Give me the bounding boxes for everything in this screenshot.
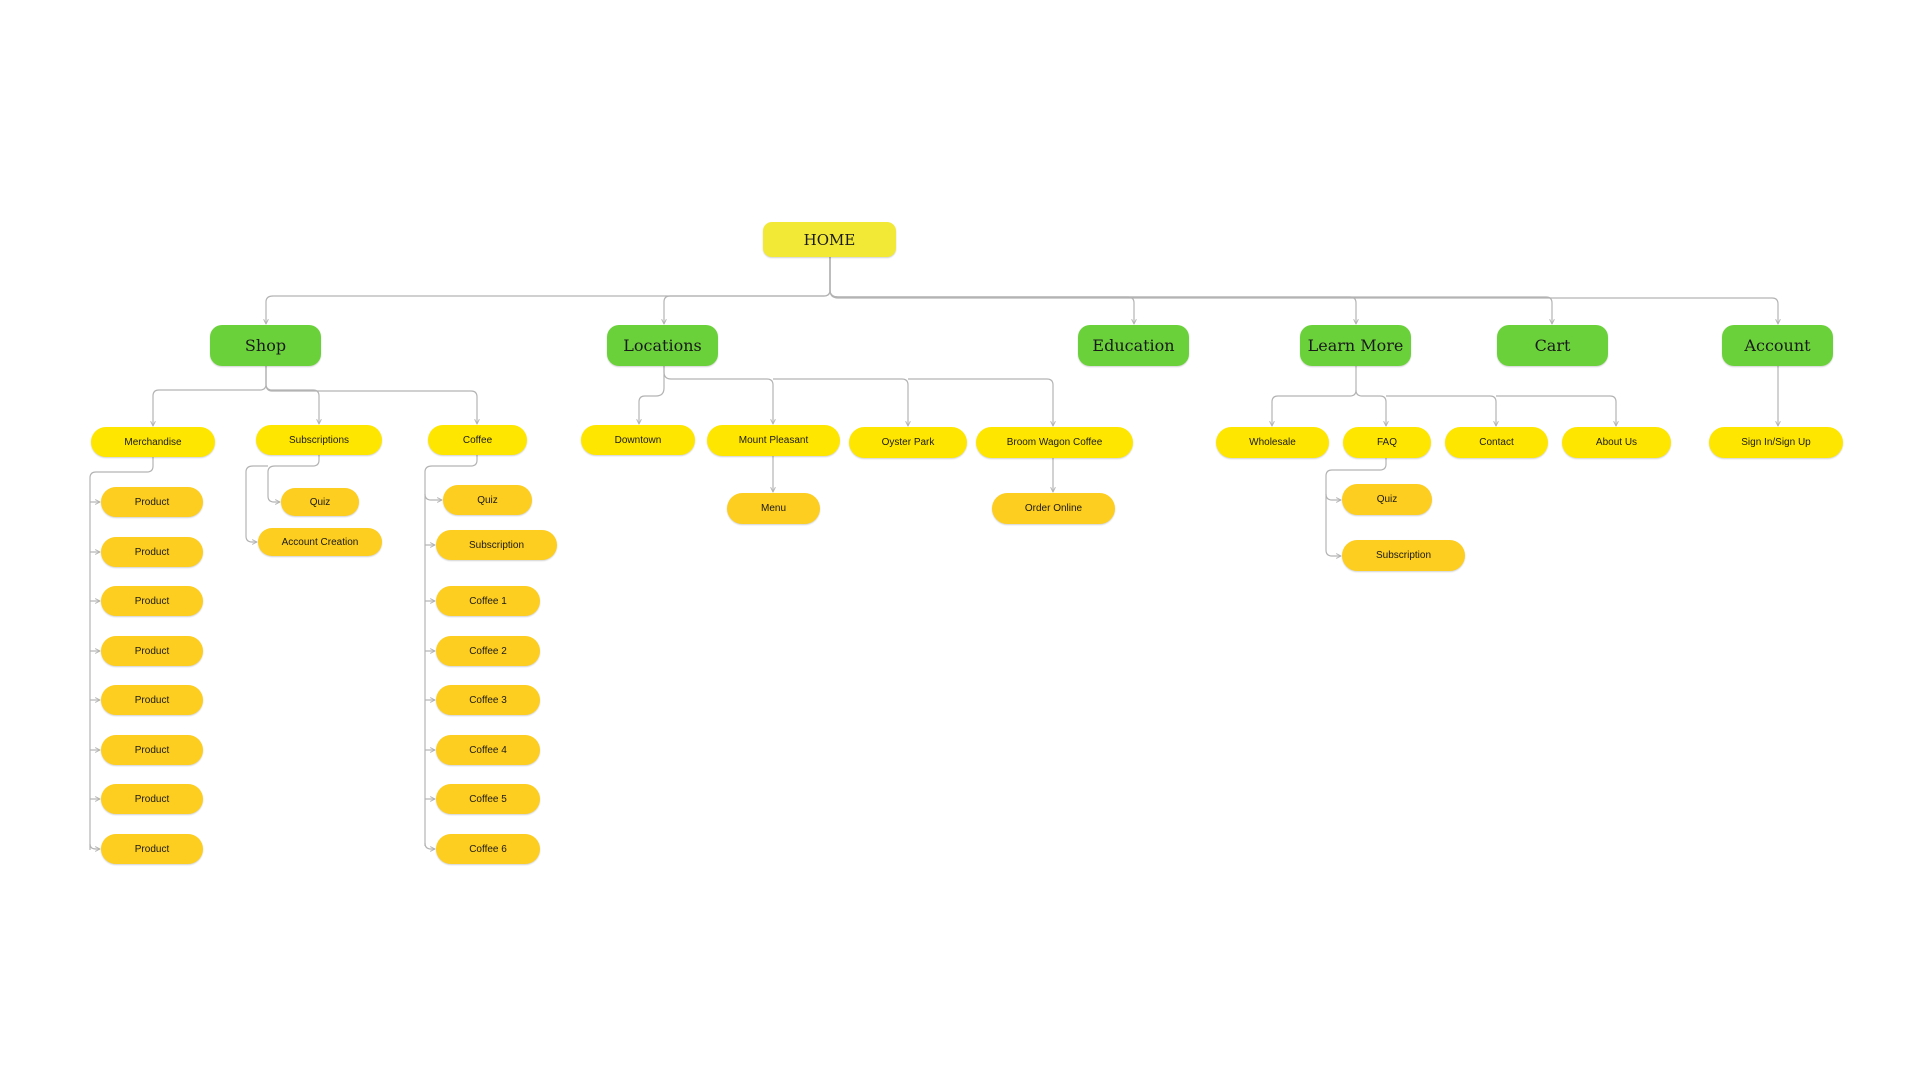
edge-home-cart (829, 257, 1552, 324)
node-cart[interactable]: Cart (1497, 325, 1608, 366)
node-faq-subscription[interactable]: Subscription (1342, 540, 1465, 571)
node-coffee-3[interactable]: Coffee 3 (436, 685, 540, 715)
node-menu[interactable]: Menu (727, 493, 820, 524)
edge-shop-coffee (265, 366, 477, 424)
edge-home-shop (266, 257, 831, 324)
edge-loc-downtown (639, 366, 665, 424)
node-about-us[interactable]: About Us (1562, 427, 1671, 458)
node-product-8[interactable]: Product (101, 834, 203, 864)
edge-lm-about (1496, 395, 1616, 426)
node-product-2[interactable]: Product (101, 537, 203, 567)
node-downtown[interactable]: Downtown (581, 425, 695, 455)
node-mount-pleasant[interactable]: Mount Pleasant (707, 425, 840, 456)
node-subscriptions-quiz[interactable]: Quiz (281, 488, 359, 516)
node-coffee-2[interactable]: Coffee 2 (436, 636, 540, 666)
node-coffee-quiz[interactable]: Quiz (443, 485, 532, 515)
node-order-online[interactable]: Order Online (992, 493, 1115, 524)
node-coffee-1[interactable]: Coffee 1 (436, 586, 540, 616)
node-product-5[interactable]: Product (101, 685, 203, 715)
node-merchandise[interactable]: Merchandise (91, 427, 215, 457)
node-product-1[interactable]: Product (101, 487, 203, 517)
node-coffee-subscription[interactable]: Subscription (436, 530, 557, 560)
node-shop[interactable]: Shop (210, 325, 321, 366)
node-product-3[interactable]: Product (101, 586, 203, 616)
node-product-4[interactable]: Product (101, 636, 203, 666)
node-locations[interactable]: Locations (607, 325, 718, 366)
node-account[interactable]: Account (1722, 325, 1833, 366)
edge-loc-oyster-park (773, 378, 908, 426)
edge-lm-wholesale (1272, 366, 1357, 426)
node-coffee-5[interactable]: Coffee 5 (436, 784, 540, 814)
node-contact[interactable]: Contact (1445, 427, 1548, 458)
node-product-7[interactable]: Product (101, 784, 203, 814)
edge-lm-contact (1386, 395, 1496, 426)
node-learn-more[interactable]: Learn More (1300, 325, 1411, 366)
node-coffee-6[interactable]: Coffee 6 (436, 834, 540, 864)
edge-shop-subscriptions (265, 366, 319, 424)
node-oyster-park[interactable]: Oyster Park (849, 427, 967, 458)
node-wholesale[interactable]: Wholesale (1216, 427, 1329, 458)
node-broom-wagon-coffee[interactable]: Broom Wagon Coffee (976, 427, 1133, 458)
node-faq-quiz[interactable]: Quiz (1342, 484, 1432, 515)
edge-home-locations (664, 257, 831, 324)
node-account-creation[interactable]: Account Creation (258, 528, 382, 556)
edge-loc-broom-wagon (908, 378, 1053, 426)
node-sign-in-sign-up[interactable]: Sign In/Sign Up (1709, 427, 1843, 458)
edge-home-account (829, 257, 1778, 324)
edge-home-education (829, 257, 1134, 324)
node-coffee[interactable]: Coffee (428, 425, 527, 455)
node-education[interactable]: Education (1078, 325, 1189, 366)
node-faq[interactable]: FAQ (1343, 427, 1431, 458)
node-home[interactable]: HOME (763, 222, 896, 257)
edge-lm-faq (1355, 389, 1386, 426)
node-product-6[interactable]: Product (101, 735, 203, 765)
edge-home-learn-more (829, 257, 1356, 324)
node-coffee-4[interactable]: Coffee 4 (436, 735, 540, 765)
edge-loc-mount-pleasant (663, 366, 773, 424)
node-subscriptions[interactable]: Subscriptions (256, 425, 382, 455)
edge-shop-merchandise (153, 366, 267, 426)
